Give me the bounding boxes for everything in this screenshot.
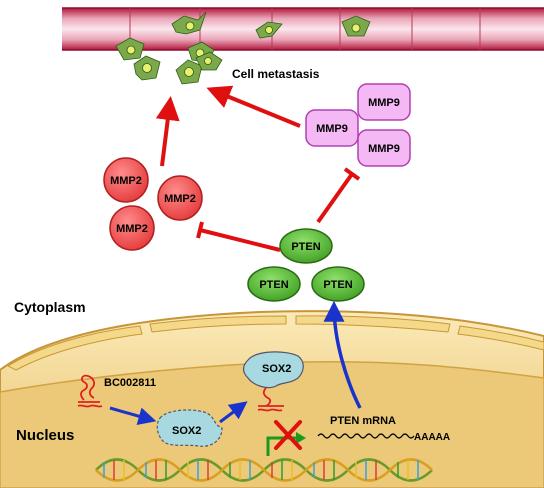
sox2-bound-label: SOX2 xyxy=(262,363,291,375)
tumor-cell-icon xyxy=(115,37,145,61)
tumor-cell-icon xyxy=(195,51,223,71)
mmp2-node: MMP2 xyxy=(103,157,149,203)
arrows xyxy=(109,85,362,425)
lncrna-label: BC002811 xyxy=(104,377,156,389)
mrna-strand xyxy=(317,433,415,439)
inhibit-pten-to-mmp9 xyxy=(316,172,354,224)
svg-text:MMP2: MMP2 xyxy=(110,175,142,187)
sox2-free: SOX2 xyxy=(156,409,223,447)
arrow-sox2-to-bound xyxy=(219,401,248,424)
dna-helix xyxy=(95,458,433,482)
mmp2-node: MMP2 xyxy=(157,175,203,221)
svg-text:PTEN: PTEN xyxy=(291,241,320,253)
svg-text:PTEN: PTEN xyxy=(323,279,352,291)
arrow-mmp9-to-metastasis xyxy=(206,85,301,128)
svg-text:MMP2: MMP2 xyxy=(164,193,196,205)
pten-mrna-label: PTEN mRNA xyxy=(330,415,396,427)
svg-text:MMP9: MMP9 xyxy=(368,143,400,155)
tumor-cell-icon xyxy=(341,15,371,37)
svg-text:PTEN: PTEN xyxy=(259,279,288,291)
mmp9-node: MMP9 xyxy=(305,109,359,147)
sox2-bound: SOX2 xyxy=(242,351,304,412)
mmp9-node: MMP9 xyxy=(357,129,411,167)
poly-a-tail: AAAAA xyxy=(414,432,450,443)
inhibit-pten-to-mmp2 xyxy=(199,228,281,252)
lncrna-hairpin-icon xyxy=(77,374,103,408)
cell-metastasis-label: Cell metastasis xyxy=(232,67,320,81)
metastatic-cells xyxy=(115,11,371,85)
cell-body xyxy=(0,310,544,488)
mmp9-node: MMP9 xyxy=(357,83,411,121)
cytoplasm-label: Cytoplasm xyxy=(14,299,86,315)
svg-text:MMP2: MMP2 xyxy=(116,223,148,235)
nucleus-label: Nucleus xyxy=(16,427,74,444)
arrow-mrna-to-pten xyxy=(323,300,362,409)
arrow-lncrna-to-sox2 xyxy=(109,406,157,425)
mmp9-group: MMP9 MMP9 MMP9 xyxy=(305,83,411,167)
bound-lncrna-icon xyxy=(257,387,284,412)
tumor-cell-icon xyxy=(171,11,207,35)
svg-text:MMP9: MMP9 xyxy=(316,123,348,135)
pten-node: PTEN xyxy=(279,228,333,264)
sox2-label: SOX2 xyxy=(172,425,201,437)
mmp2-node: MMP2 xyxy=(109,205,155,251)
arrow-mmp2-to-metastasis xyxy=(155,96,180,167)
pten-node: PTEN xyxy=(311,266,365,302)
tumor-cell-icon xyxy=(255,21,283,39)
pten-node: PTEN xyxy=(247,266,301,302)
mmp2-group: MMP2 MMP2 MMP2 xyxy=(103,157,203,251)
tumor-cell-icon xyxy=(175,59,203,85)
blocked-x-icon xyxy=(274,420,302,450)
pten-group: PTEN PTEN PTEN xyxy=(247,228,365,302)
promoter-arrow-icon xyxy=(266,432,306,456)
svg-text:MMP9: MMP9 xyxy=(368,97,400,109)
tumor-cell-icon xyxy=(133,55,161,81)
